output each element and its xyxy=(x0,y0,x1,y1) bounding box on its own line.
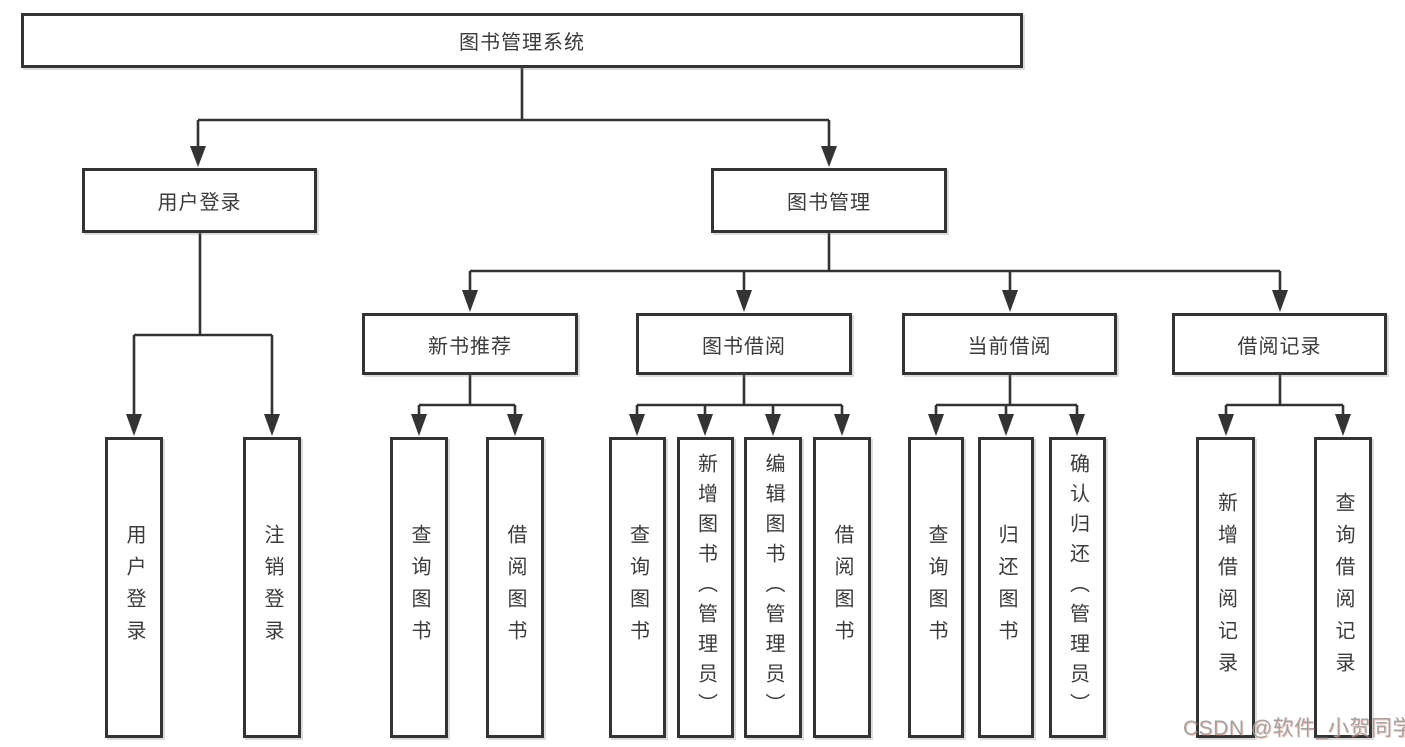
leaf-confirm-return-admin-label: 确认归还（管理员） xyxy=(1066,452,1089,723)
leaf-add-borrow-record-label: 新增借阅记录 xyxy=(1214,491,1237,684)
csdn-watermark: CSDN @软件_小贺同学 xyxy=(1183,717,1405,740)
leaf-confirm-return-admin: 确认归还（管理员） xyxy=(1049,437,1106,738)
connector-borrow-records-children xyxy=(1218,375,1351,436)
leaf-logout: 注销登录 xyxy=(243,437,301,738)
node-library-system: 图书管理系统 xyxy=(21,13,1023,68)
connector-root-to-level2 xyxy=(190,68,837,167)
leaf-add-books-admin-label: 新增图书（管理员） xyxy=(694,452,717,723)
leaf-borrow-books-recommend-label: 借阅图书 xyxy=(504,523,526,652)
node-current-borrow-label: 当前借阅 xyxy=(967,335,1052,358)
leaf-return-books-label: 归还图书 xyxy=(995,523,1017,652)
leaf-borrow-books: 借阅图书 xyxy=(813,437,871,738)
leaf-add-borrow-record: 新增借阅记录 xyxy=(1196,437,1255,738)
node-book-borrow: 图书借阅 xyxy=(636,313,852,375)
connector-current-borrow-children xyxy=(928,375,1085,436)
leaf-edit-books-admin-label: 编辑图书（管理员） xyxy=(762,452,784,723)
node-book-borrow-label: 图书借阅 xyxy=(702,335,786,358)
leaf-query-borrow-record: 查询借阅记录 xyxy=(1314,437,1372,738)
leaf-query-borrow-record-label: 查询借阅记录 xyxy=(1332,491,1354,684)
leaf-user-login: 用户登录 xyxy=(105,437,163,738)
connector-book-borrow-children xyxy=(629,375,850,436)
leaf-query-books-recommend: 查询图书 xyxy=(390,437,448,738)
leaf-user-login-label: 用户登录 xyxy=(123,523,145,652)
leaf-return-books: 归还图书 xyxy=(978,437,1034,738)
leaf-query-books-current: 查询图书 xyxy=(908,437,964,738)
leaf-borrow-books-recommend: 借阅图书 xyxy=(486,437,544,738)
node-library-system-label: 图书管理系统 xyxy=(459,32,585,54)
node-user-login: 用户登录 xyxy=(82,168,317,233)
node-borrow-records: 借阅记录 xyxy=(1172,313,1387,375)
node-current-borrow: 当前借阅 xyxy=(902,313,1117,375)
leaf-query-books-borrow-label: 查询图书 xyxy=(626,523,649,652)
node-book-management: 图书管理 xyxy=(711,168,947,233)
leaf-logout-label: 注销登录 xyxy=(261,523,283,652)
leaf-edit-books-admin: 编辑图书（管理员） xyxy=(744,437,802,738)
leaf-query-books-borrow: 查询图书 xyxy=(609,437,666,738)
node-borrow-records-label: 借阅记录 xyxy=(1237,335,1322,358)
node-user-login-label: 用户登录 xyxy=(157,192,242,214)
leaf-query-books-recommend-label: 查询图书 xyxy=(408,523,430,652)
leaf-add-books-admin: 新增图书（管理员） xyxy=(677,437,734,738)
leaf-borrow-books-label: 借阅图书 xyxy=(831,523,853,652)
connector-book-management-children xyxy=(462,233,1288,312)
leaf-query-books-current-label: 查询图书 xyxy=(925,523,947,652)
connector-new-book-recommend-children xyxy=(411,375,523,436)
node-book-management-label: 图书管理 xyxy=(787,192,871,214)
connector-user-login-children xyxy=(126,233,280,436)
node-new-book-recommend-label: 新书推荐 xyxy=(428,335,512,358)
node-new-book-recommend: 新书推荐 xyxy=(362,313,578,375)
